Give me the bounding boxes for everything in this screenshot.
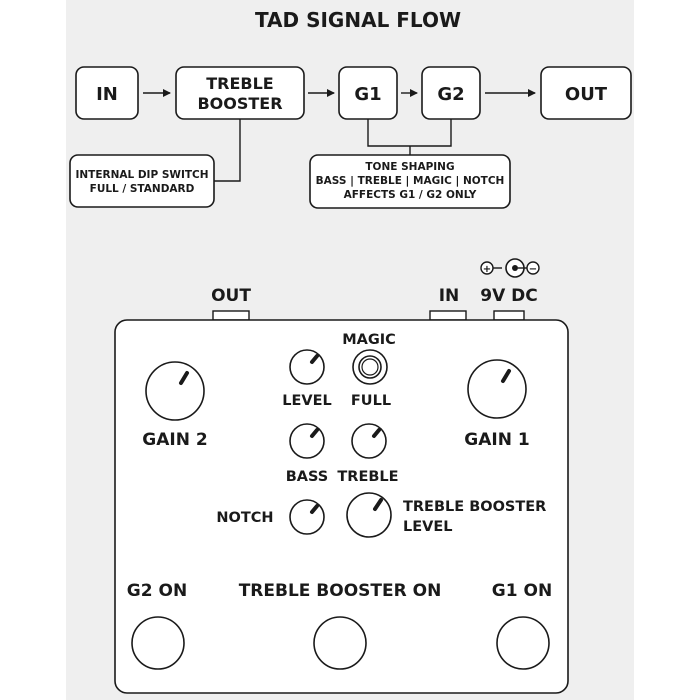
svg-text:−: − <box>529 264 537 275</box>
g1-footswitch[interactable] <box>496 616 550 670</box>
dip-switch-note <box>69 154 215 208</box>
out-box-label: OUT <box>565 84 608 105</box>
gain1-knob[interactable] <box>467 359 527 419</box>
gain1-label: GAIN 1 <box>464 430 529 450</box>
gain2-label: GAIN 2 <box>142 430 207 450</box>
out-box <box>540 66 632 120</box>
power-jack-label: 9V DC <box>480 286 538 306</box>
notch-label: NOTCH <box>216 510 273 526</box>
treble-booster-level-knob[interactable] <box>346 492 392 538</box>
out-jack[interactable] <box>212 310 250 321</box>
gain2-knob[interactable] <box>145 361 205 421</box>
treble-booster-level-label-line1: TREBLE BOOSTER <box>403 499 546 515</box>
treble-booster-label-line2: BOOSTER <box>197 94 282 113</box>
dc-polarity-icon: + − <box>480 258 540 278</box>
tone-shaping-note-line2: BASS | TREBLE | MAGIC | NOTCH <box>316 175 505 187</box>
treble-booster-label-line1: TREBLE <box>206 74 273 93</box>
dip-switch-connector <box>214 119 241 182</box>
bass-label: BASS <box>286 469 329 485</box>
full-label: FULL <box>351 393 391 409</box>
level-knob[interactable] <box>289 349 325 385</box>
treble-booster-footswitch[interactable] <box>313 616 367 670</box>
tone-shaping-note-line3: AFFECTS G1 / G2 ONLY <box>344 189 477 201</box>
treble-knob[interactable] <box>351 423 387 459</box>
in-box <box>75 66 139 120</box>
g2-on-label: G2 ON <box>127 581 187 601</box>
level-label: LEVEL <box>282 393 332 409</box>
in-box-label: IN <box>96 84 118 105</box>
g1-box-label: G1 <box>354 84 381 105</box>
pedal-enclosure <box>114 319 569 694</box>
g2-box-label: G2 <box>437 84 464 105</box>
power-jack[interactable] <box>493 310 525 321</box>
out-jack-label: OUT <box>211 286 251 306</box>
g2-footswitch[interactable] <box>131 616 185 670</box>
dip-switch-note-line2: FULL / STANDARD <box>90 183 195 195</box>
treble-label: TREBLE <box>337 469 398 485</box>
bass-knob[interactable] <box>289 423 325 459</box>
notch-knob[interactable] <box>289 499 325 535</box>
g1-g2-bracket <box>367 119 452 147</box>
treble-booster-on-label: TREBLE BOOSTER ON <box>239 581 442 601</box>
in-jack-label: IN <box>439 286 460 306</box>
svg-text:+: + <box>483 264 491 275</box>
dip-switch-note-line1: INTERNAL DIP SWITCH <box>75 169 208 181</box>
tone-shaping-note <box>309 154 511 209</box>
toggle-switch-icon[interactable] <box>352 349 388 385</box>
treble-booster-level-label-line2: LEVEL <box>403 519 453 535</box>
magic-label: MAGIC <box>342 332 396 348</box>
in-jack[interactable] <box>429 310 467 321</box>
tone-shaping-note-line1: TONE SHAPING <box>365 161 454 173</box>
diagram-title: TAD SIGNAL FLOW <box>255 8 461 32</box>
g1-on-label: G1 ON <box>492 581 552 601</box>
